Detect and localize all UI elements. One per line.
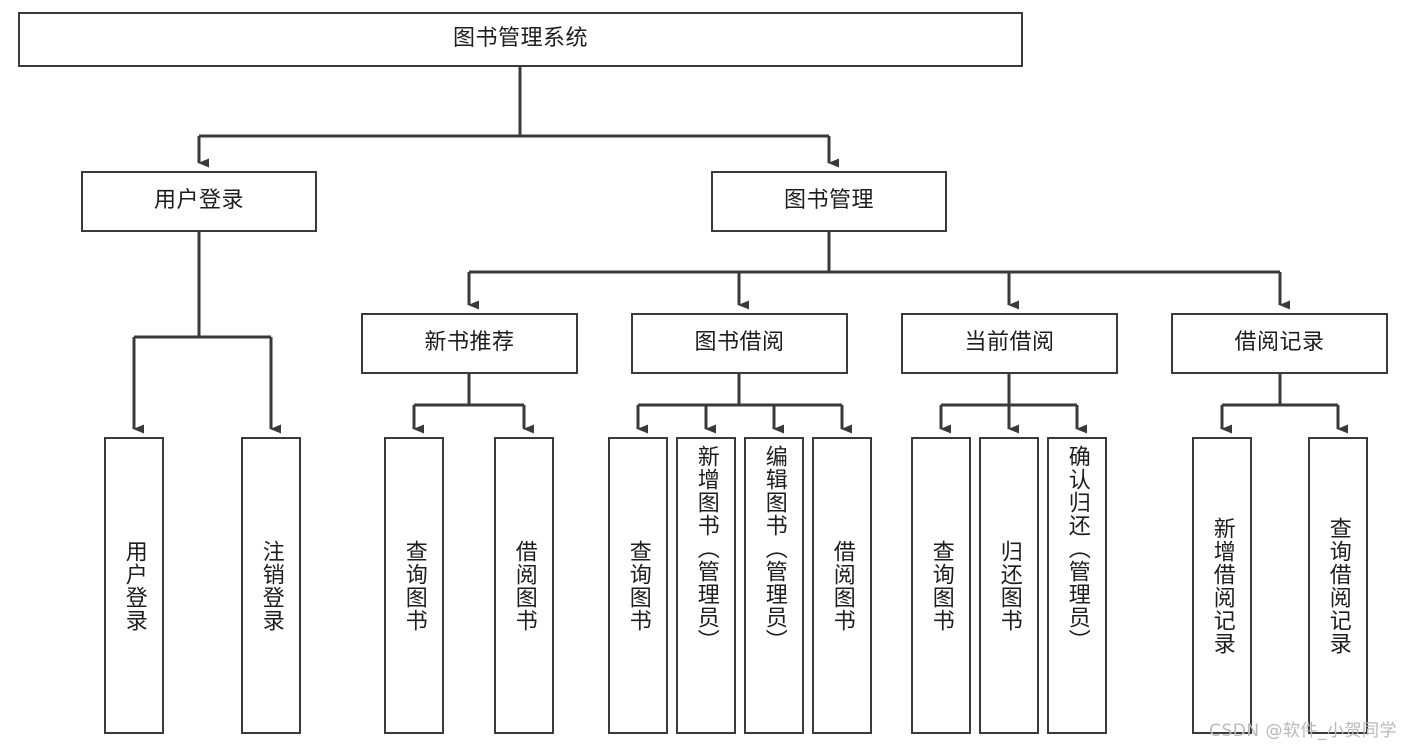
leaf-query-book-3-label: 查询图书 (928, 539, 954, 632)
leaf-query-book-2-label: 查询图书 (625, 539, 651, 632)
node-borrow-record-label: 借阅记录 (1234, 330, 1325, 356)
leaf-logout[interactable]: 注销登录 (241, 437, 301, 734)
node-user-login[interactable]: 用户登录 (81, 171, 317, 232)
leaf-add-book[interactable]: 新增图书（管理员） (676, 437, 736, 734)
node-user-login-label: 用户登录 (153, 188, 244, 214)
node-book-borrow-label: 图书借阅 (694, 330, 785, 356)
node-root-label: 图书管理系统 (452, 26, 588, 52)
node-borrow-record[interactable]: 借阅记录 (1171, 313, 1388, 374)
leaf-logout-label: 注销登录 (258, 539, 284, 632)
leaf-user-login[interactable]: 用户登录 (104, 437, 164, 734)
node-book-manage[interactable]: 图书管理 (711, 171, 947, 232)
leaf-query-record-label: 查询借阅记录 (1325, 516, 1351, 655)
leaf-borrow-book-1-label: 借阅图书 (511, 539, 537, 632)
leaf-return-book[interactable]: 归还图书 (979, 437, 1039, 734)
csdn-watermark: CSDN @软件_小贺同学 (1209, 721, 1397, 741)
node-current-borrow[interactable]: 当前借阅 (901, 313, 1118, 374)
leaf-return-book-label: 归还图书 (996, 539, 1022, 632)
leaf-query-book-1-label: 查询图书 (401, 539, 427, 632)
leaf-add-record-label: 新增借阅记录 (1209, 516, 1235, 655)
leaf-borrow-book-2-label: 借阅图书 (829, 539, 855, 632)
node-new-book-rec-label: 新书推荐 (424, 330, 515, 356)
node-root[interactable]: 图书管理系统 (18, 12, 1023, 67)
leaf-confirm-return-label: 确认归还（管理员） (1064, 445, 1090, 652)
leaf-add-record[interactable]: 新增借阅记录 (1192, 437, 1252, 734)
leaf-query-book-3[interactable]: 查询图书 (911, 437, 971, 734)
leaf-query-record[interactable]: 查询借阅记录 (1308, 437, 1368, 734)
leaf-user-login-label: 用户登录 (121, 539, 147, 632)
node-book-borrow[interactable]: 图书借阅 (631, 313, 848, 374)
leaf-borrow-book-1[interactable]: 借阅图书 (494, 437, 554, 734)
node-book-manage-label: 图书管理 (783, 188, 874, 214)
leaf-confirm-return[interactable]: 确认归还（管理员） (1047, 437, 1107, 734)
leaf-query-book-1[interactable]: 查询图书 (384, 437, 444, 734)
node-new-book-rec[interactable]: 新书推荐 (361, 313, 578, 374)
leaf-edit-book[interactable]: 编辑图书（管理员） (744, 437, 804, 734)
leaf-edit-book-label: 编辑图书（管理员） (761, 445, 787, 652)
leaf-query-book-2[interactable]: 查询图书 (608, 437, 668, 734)
node-current-borrow-label: 当前借阅 (964, 330, 1055, 356)
leaf-add-book-label: 新增图书（管理员） (693, 445, 719, 652)
leaf-borrow-book-2[interactable]: 借阅图书 (812, 437, 872, 734)
